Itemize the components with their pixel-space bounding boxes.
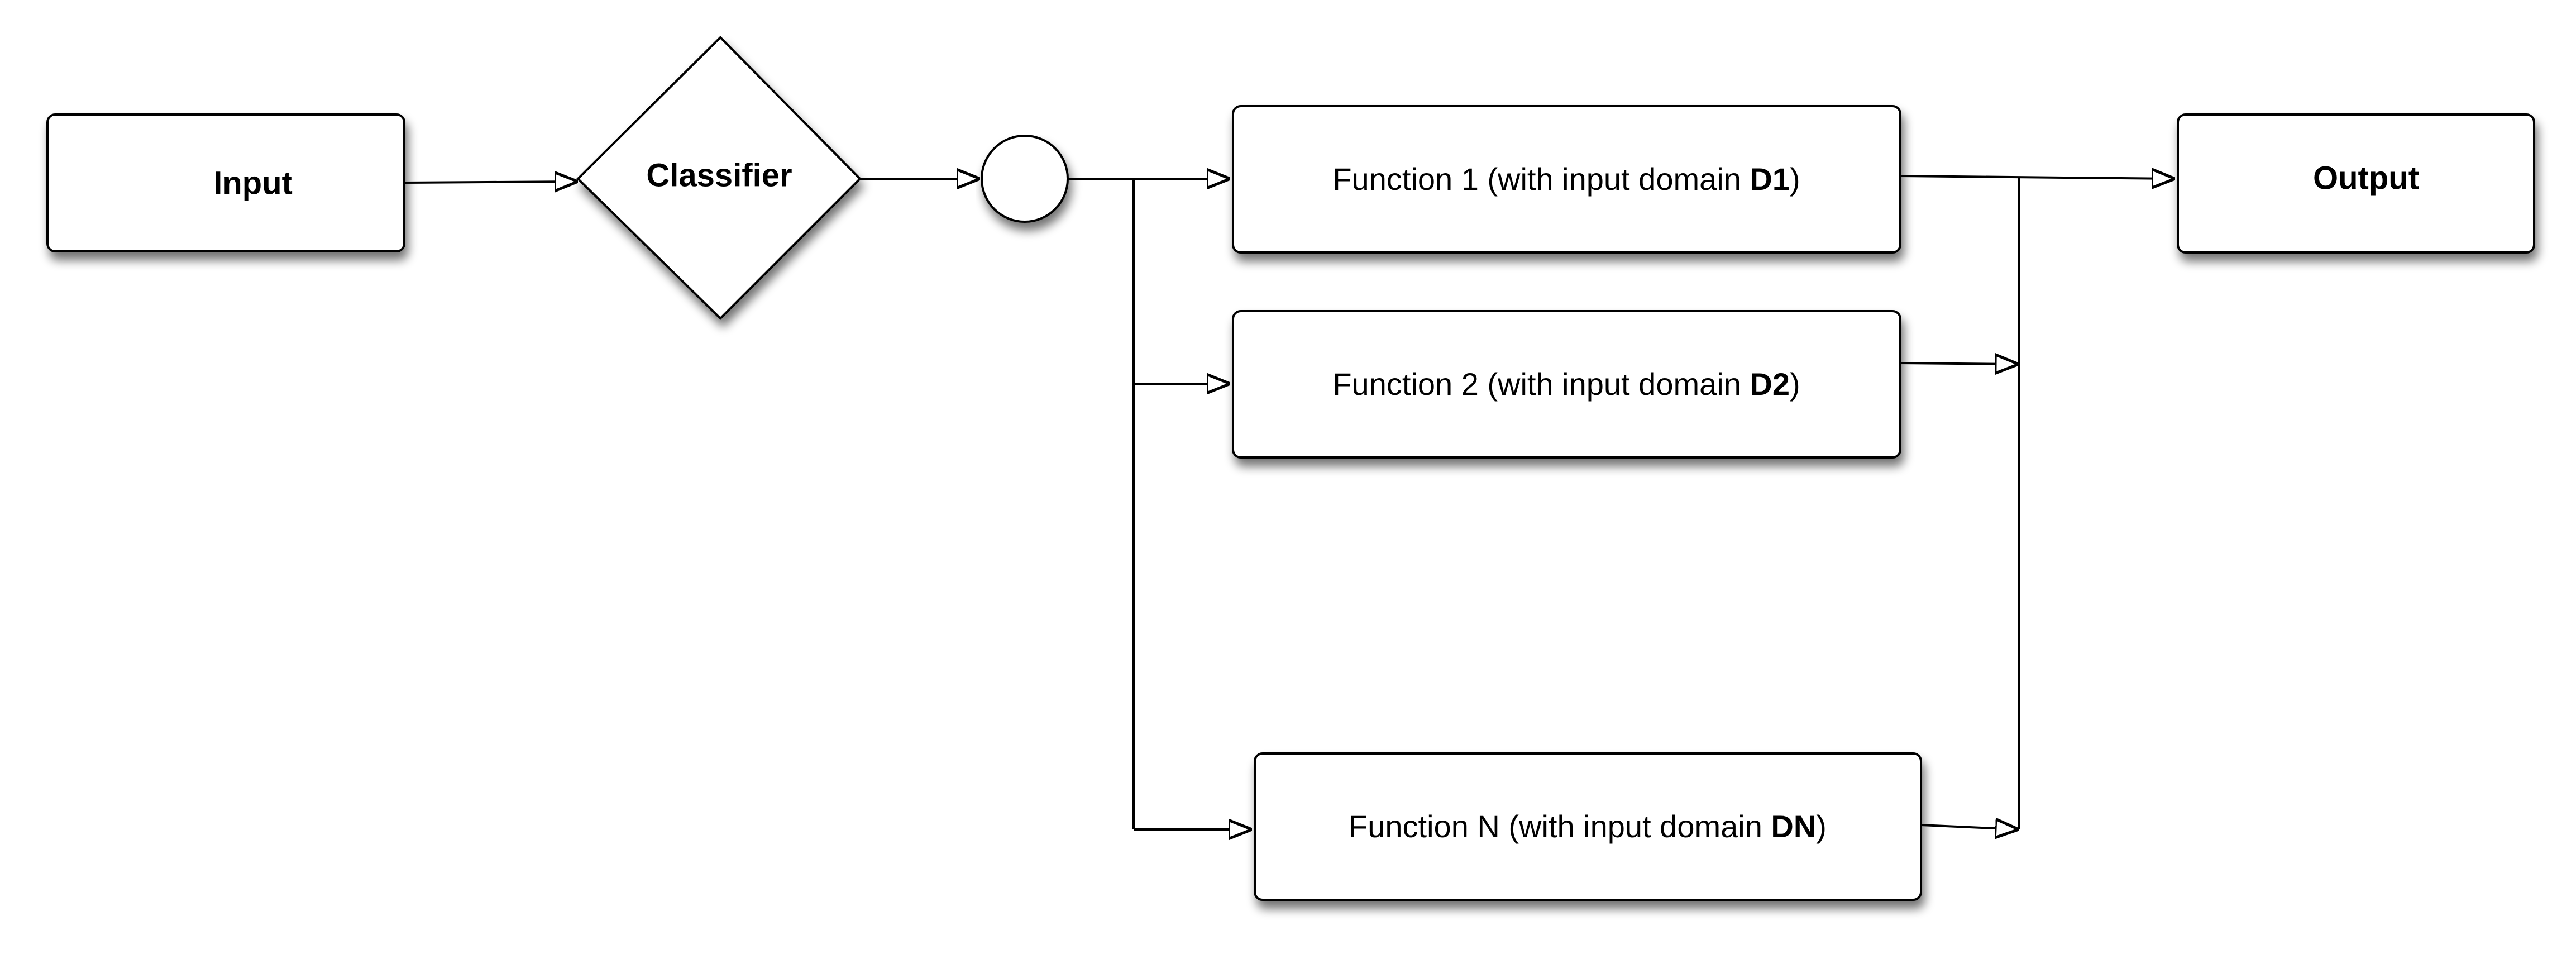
- function-2-domain: D2: [1750, 366, 1790, 402]
- classifier-label: Classifier: [646, 157, 792, 193]
- edge-input-to-classifier: [404, 182, 578, 183]
- function-2-label: Function 2 (with input domain D2): [1332, 366, 1800, 402]
- function-1-node: Function 1 (with input domain D1): [1232, 105, 1901, 254]
- connectors: [404, 176, 2175, 829]
- input-node: Input: [46, 113, 405, 252]
- edge-function-2-to-merge: [1900, 363, 2019, 364]
- function-2-node: Function 2 (with input domain D2): [1232, 310, 1901, 459]
- classifier-node: Classifier: [576, 36, 862, 320]
- junction-node: [981, 135, 1069, 223]
- function-1-domain: D1: [1750, 161, 1790, 197]
- function-n-label: Function N (with input domain DN): [1349, 809, 1827, 844]
- output-node: Output: [2177, 113, 2535, 254]
- edge-function-n-to-merge: [1920, 825, 2019, 829]
- function-n-node: Function N (with input domain DN): [1254, 752, 1922, 901]
- edge-function-1-to-output: [1900, 176, 2175, 179]
- function-n-domain: DN: [1771, 809, 1816, 844]
- output-label: Output: [2313, 160, 2419, 196]
- input-label: Input: [213, 165, 293, 201]
- function-1-label: Function 1 (with input domain D1): [1332, 161, 1800, 197]
